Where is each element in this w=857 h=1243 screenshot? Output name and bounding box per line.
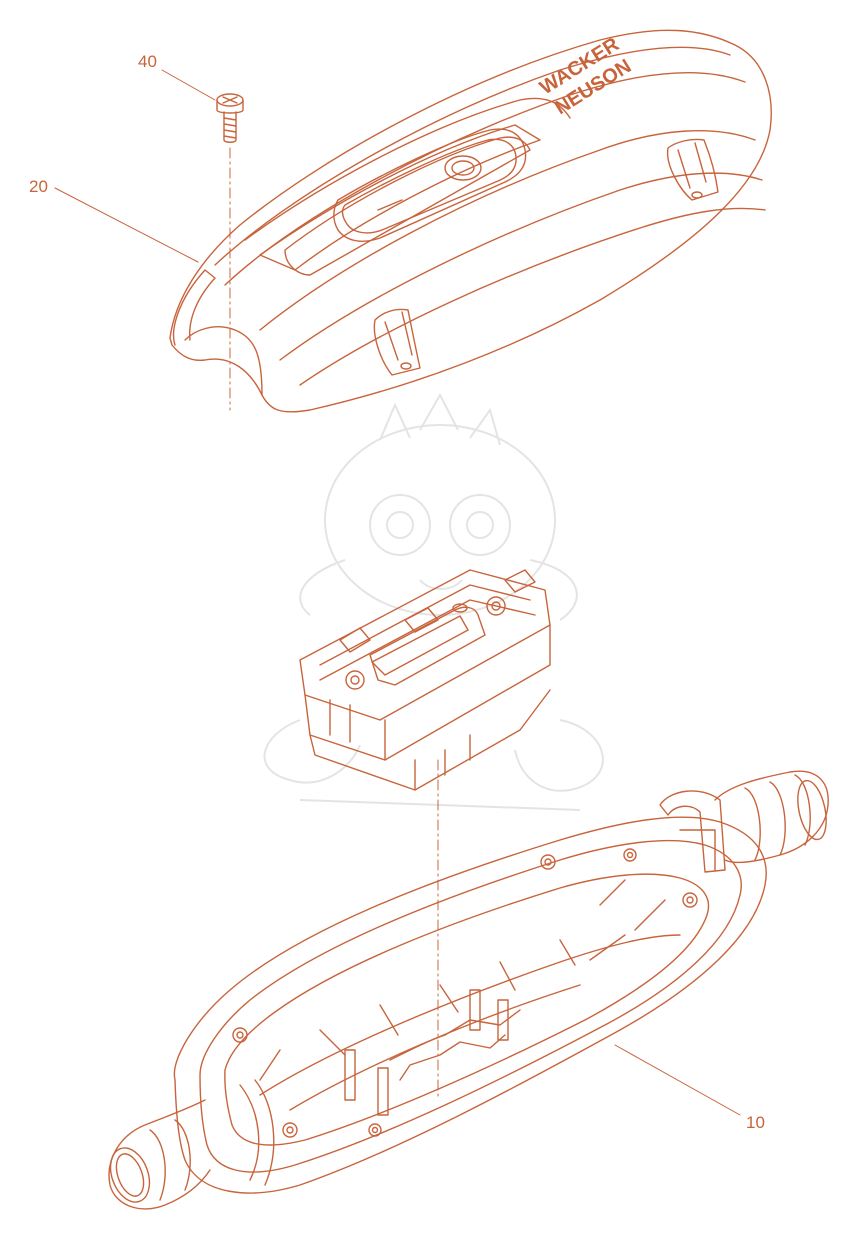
- switch-module-part: [299, 569, 551, 791]
- top-cover-part: WACKER NEUSON: [169, 29, 772, 413]
- bottom-housing-part: [108, 770, 829, 1210]
- screw-part: [216, 93, 244, 143]
- callout-leader-10: [614, 1044, 741, 1116]
- callout-leader-40: [161, 69, 216, 101]
- brand-logo-text: WACKER NEUSON: [536, 33, 635, 119]
- callout-label-40: 40: [138, 52, 157, 71]
- callout-label-10: 10: [746, 1113, 765, 1132]
- callout-leader-20: [54, 187, 199, 263]
- callout-label-20: 20: [29, 177, 48, 196]
- watermark-image: [263, 392, 604, 811]
